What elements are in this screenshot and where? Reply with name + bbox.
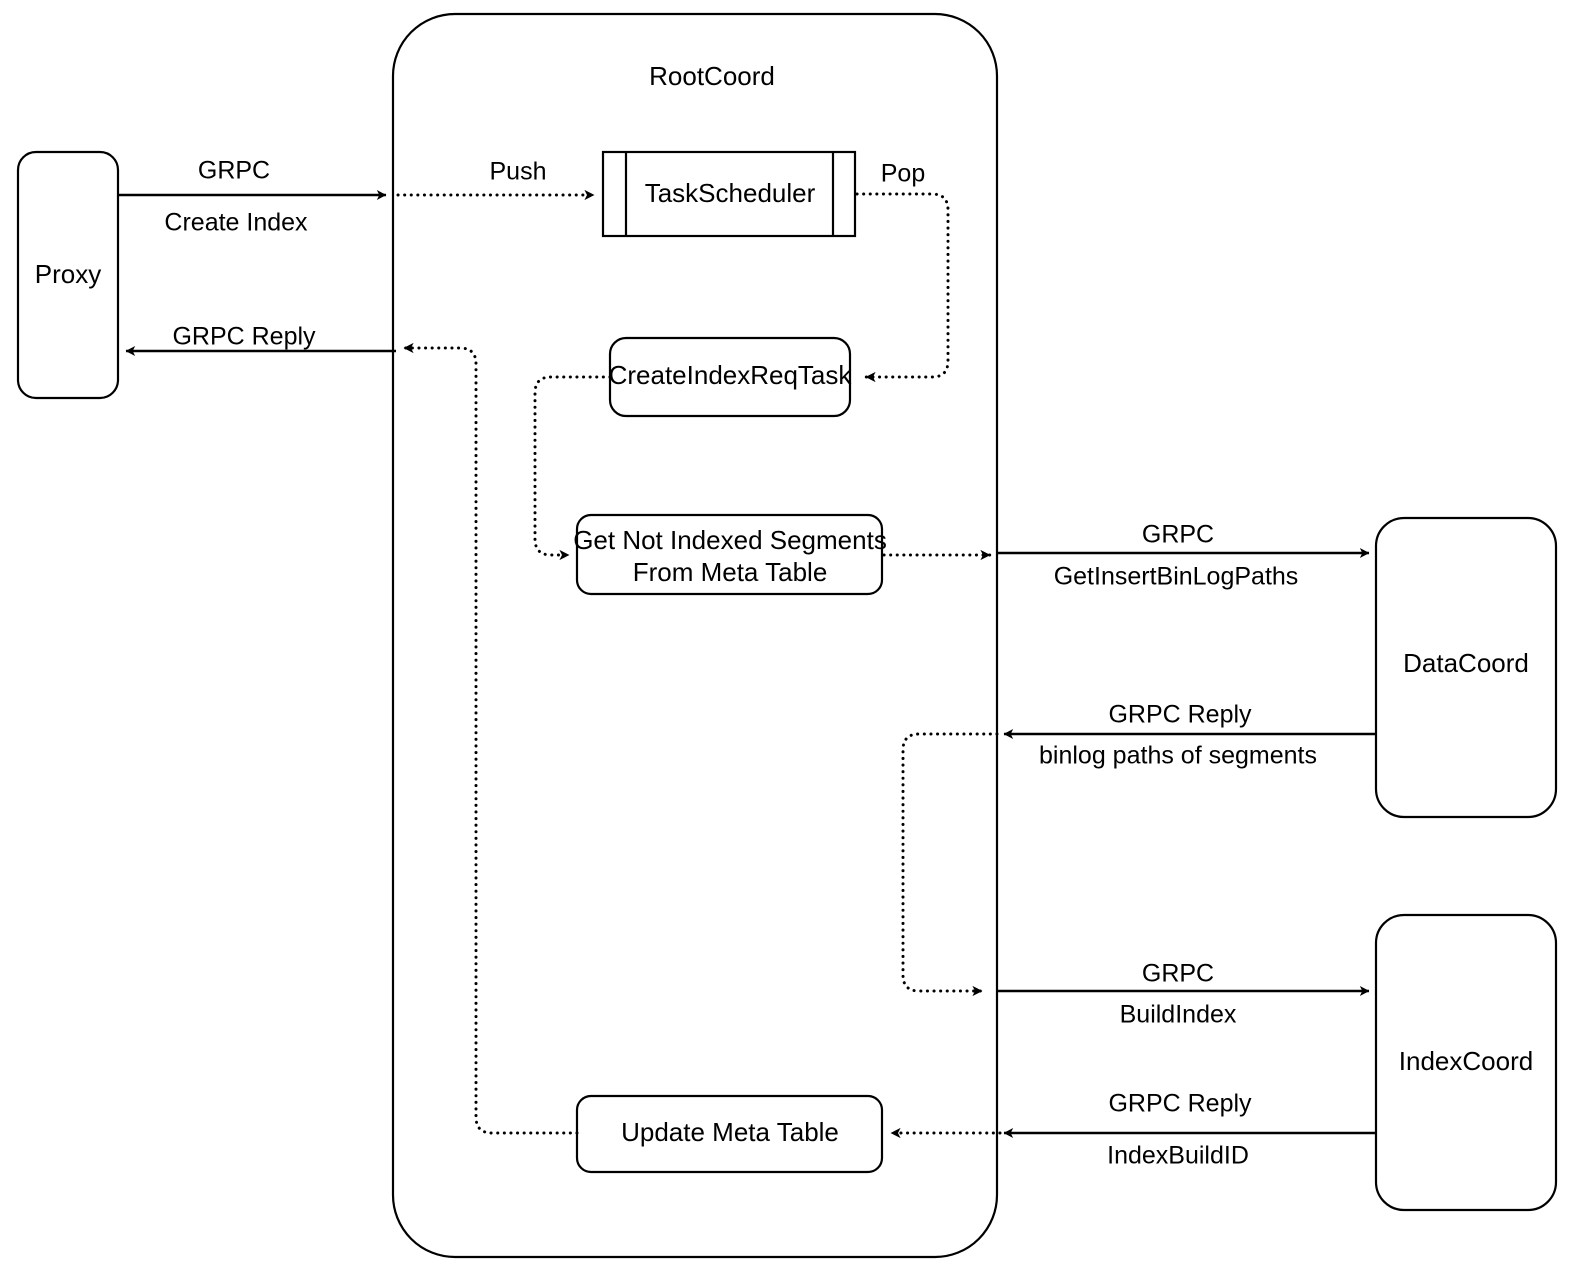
edge-push-to-taskscheduler: Push [396, 158, 596, 201]
edge-datacoord-reply-to-buildindex [901, 732, 999, 997]
edge-label-push: Push [490, 158, 547, 186]
node-createindexreqtask[interactable]: CreateIndexReqTask [609, 336, 853, 418]
node-updatemetatable[interactable]: Update Meta Table [575, 1094, 884, 1174]
edge-createindexreqtask-to-getsegments [533, 375, 612, 561]
proxy-label: Proxy [35, 259, 101, 289]
edge-label-indexbuildid: IndexBuildID [1107, 1142, 1249, 1170]
edge-pop-to-createindexreqtask: Pop [855, 160, 950, 383]
node-indexcoord[interactable]: IndexCoord [1374, 913, 1558, 1212]
indexcoord-box[interactable] [1374, 913, 1558, 1212]
proxy-box[interactable] [16, 150, 120, 400]
taskscheduler-box[interactable] [601, 150, 857, 238]
edge-label-binlog-paths: binlog paths of segments [1039, 742, 1317, 770]
edge-indexcoord-to-rootcoord: GRPC Reply IndexBuildID [1003, 1090, 1376, 1170]
edge-proxy-to-rootcoord: GRPC Create Index [118, 157, 387, 237]
edge-label-grpc-reply-indexcoord: GRPC Reply [1108, 1090, 1252, 1118]
container-rootcoord: RootCoord [391, 12, 999, 1259]
getnotindexedsegments-label-line1: Get Not Indexed Segments [573, 525, 887, 555]
edge-rootcoord-to-proxy: GRPC Reply [125, 323, 396, 356]
rootcoord-label: RootCoord [649, 61, 775, 91]
createindexreqtask-label: CreateIndexReqTask [609, 360, 853, 390]
getnotindexedsegments-box[interactable] [575, 513, 884, 596]
edge-label-grpc-reply-datacoord: GRPC Reply [1108, 701, 1252, 729]
edge-rootcoord-to-indexcoord: GRPC BuildIndex [997, 960, 1370, 1029]
edge-datacoord-to-rootcoord: GRPC Reply binlog paths of segments [1003, 701, 1376, 770]
edge-rootcoord-to-datacoord: GRPC GetInsertBinLogPaths [997, 521, 1370, 591]
node-taskscheduler[interactable]: TaskScheduler [601, 150, 857, 238]
edge-label-buildindex: BuildIndex [1120, 1001, 1237, 1029]
datacoord-label: DataCoord [1403, 648, 1529, 678]
edge-updatemetatable-to-reply [402, 342, 579, 1135]
createindexreqtask-to-getsegments-path [533, 375, 612, 561]
datacoord-reply-to-buildindex-path [901, 732, 999, 997]
edge-label-grpc-indexcoord: GRPC [1142, 960, 1214, 988]
edge-label-pop: Pop [881, 160, 925, 188]
edge-label-getinsertbinlogpaths: GetInsertBinLogPaths [1054, 563, 1299, 591]
updatemetatable-to-reply-path [402, 342, 579, 1135]
edge-label-create-index-below: Create Index [164, 209, 308, 237]
edge-label-grpc-reply-proxy: GRPC Reply [172, 323, 316, 351]
edge-label-grpc-create-index-above: GRPC [198, 157, 270, 185]
updatemetatable-label: Update Meta Table [621, 1117, 839, 1147]
edge-label-grpc-datacoord: GRPC [1142, 521, 1214, 549]
taskscheduler-label: TaskScheduler [645, 178, 816, 208]
node-proxy[interactable]: Proxy [16, 150, 120, 400]
pop-path [855, 192, 950, 383]
datacoord-box[interactable] [1374, 516, 1558, 819]
node-getnotindexedsegments[interactable]: Get Not Indexed Segments From Meta Table [573, 513, 887, 596]
getnotindexedsegments-label-line2: From Meta Table [633, 557, 828, 587]
rootcoord-boundary [391, 12, 999, 1259]
node-datacoord[interactable]: DataCoord [1374, 516, 1558, 819]
indexcoord-label: IndexCoord [1399, 1046, 1533, 1076]
